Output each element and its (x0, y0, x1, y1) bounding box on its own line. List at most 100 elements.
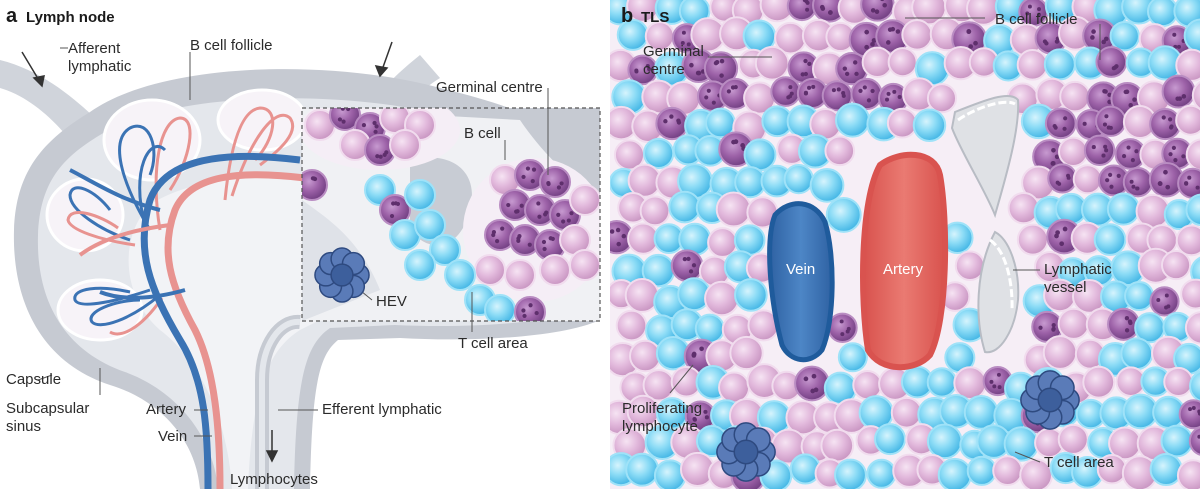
panel-a-vessels (69, 152, 306, 489)
b-cell (820, 428, 855, 463)
t-cell (643, 137, 675, 170)
b-cell (890, 396, 923, 429)
g-cell (514, 296, 546, 321)
b-cell (852, 369, 883, 401)
g-cell (1149, 286, 1180, 317)
t-cell (1120, 337, 1154, 371)
b-cell (624, 278, 660, 313)
g-cell (302, 169, 328, 201)
t-cell (429, 234, 461, 266)
g-cell (1018, 0, 1049, 27)
g-cell (329, 108, 361, 131)
t-cell (1109, 20, 1140, 52)
t-cell (926, 367, 958, 398)
g-cell (1122, 167, 1154, 198)
t-cell (1189, 370, 1200, 402)
b-cell (992, 455, 1023, 487)
g-cell (1047, 163, 1078, 194)
g-cell (1148, 162, 1185, 198)
label-artery-a: Artery (146, 401, 187, 418)
b-cell (824, 135, 856, 167)
t-cell (963, 395, 999, 430)
label-vein-a: Vein (158, 428, 187, 445)
t-cell (783, 164, 814, 195)
panel-b-leaders (669, 17, 1101, 463)
b-cell (1175, 48, 1200, 82)
g-cell (670, 249, 704, 283)
b-cell (886, 107, 918, 139)
label-lymphatic-2: vessel (1044, 279, 1087, 296)
b-cell (539, 254, 571, 286)
t-cell (1149, 452, 1183, 487)
b-cell (1059, 80, 1091, 113)
label-b-cell-follicle-b: B cell follicle (995, 11, 1078, 28)
t-cell (694, 313, 725, 344)
g-cell (1044, 107, 1077, 140)
label-vein-b: Vein (786, 261, 815, 278)
label-prolif-1: Proliferating (622, 400, 702, 417)
label-hev: HEV (376, 293, 407, 310)
t-cell (966, 455, 997, 486)
label-b-cell: B cell (464, 125, 501, 142)
b-cell (1016, 49, 1049, 81)
b-cell (1184, 311, 1200, 345)
b-cell (1072, 164, 1103, 195)
b-cell (1016, 223, 1049, 256)
b-cell (1175, 104, 1200, 136)
label-afferent-1: Afferent (68, 40, 121, 57)
t-cell (1185, 193, 1200, 226)
g-cell (703, 51, 739, 86)
afferent-lymphatic-left (0, 60, 92, 140)
vein-vessel (140, 152, 301, 489)
label-efferent: Efferent lymphatic (322, 401, 442, 418)
t-cell (1106, 192, 1141, 226)
label-germinal-centre: Germinal centre (436, 79, 543, 96)
g-cell (1083, 134, 1116, 166)
b-cell (474, 254, 506, 286)
t-cell (625, 452, 660, 487)
vein-tls (767, 201, 835, 362)
t-cell (444, 259, 476, 291)
b-cell (729, 335, 764, 371)
hev-icon (1020, 370, 1080, 430)
b-cell (569, 184, 600, 216)
b-cell (718, 371, 751, 404)
flow-arrows (21, 41, 393, 463)
b-cell (504, 259, 536, 291)
t-cell (1146, 0, 1179, 28)
b-cell (639, 195, 671, 227)
artery-vessel (164, 171, 306, 489)
b-cell (1058, 136, 1089, 168)
b-cell (901, 19, 933, 51)
hev-icon (314, 247, 370, 303)
b-cell (1160, 250, 1192, 281)
panel-b: b TLS B cell follicle Germinal centre Ve… (610, 0, 1200, 489)
t-cell (926, 423, 963, 460)
t-cell (414, 209, 446, 241)
tls-hev-clusters (716, 370, 1080, 482)
t-cell (1043, 48, 1076, 81)
g-cell (1177, 167, 1200, 199)
g-cell (1095, 105, 1127, 137)
t-cell (1160, 424, 1194, 458)
hev-cluster (314, 247, 370, 303)
b-cell (1185, 138, 1200, 171)
t-cell (912, 108, 947, 142)
t-cell (937, 457, 972, 489)
t-cell (668, 190, 701, 224)
panel-a-title: Lymph node (26, 9, 115, 26)
label-subcapsular-1: Subcapsular (6, 400, 89, 417)
t-cell (825, 196, 862, 233)
artery-tls (860, 151, 949, 371)
panel-a: a Lymph node Afferent lymphatic B cell f… (0, 5, 601, 489)
b-cell (1191, 80, 1200, 110)
panel-a-letter: a (6, 5, 18, 27)
t-cell (404, 179, 436, 211)
label-lymphocytes: Lymphocytes (230, 471, 318, 488)
t-cell (866, 458, 897, 489)
t-cell (809, 168, 845, 203)
g-cell (524, 194, 556, 226)
label-lymphatic-1: Lymphatic (1044, 261, 1112, 278)
panel-b-letter: b (621, 5, 633, 27)
